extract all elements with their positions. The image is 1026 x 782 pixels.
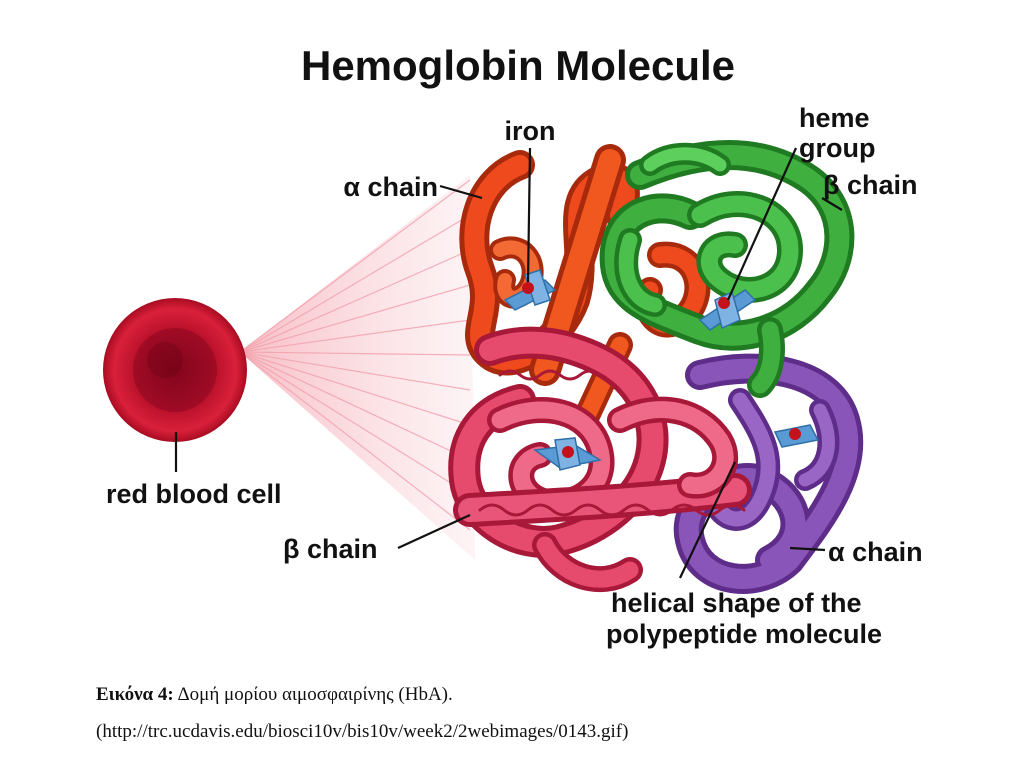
label-heme-line1: heme — [799, 103, 870, 133]
label-helical-line1: helical shape of the — [611, 588, 862, 618]
heme-group-beta-right — [698, 289, 757, 331]
caption-text: Δομή μορίου αιμοσφαιρίνης (HbA). — [173, 684, 453, 705]
iron-atom-4 — [789, 428, 801, 440]
label-alpha-chain-bottom: α chain — [828, 537, 923, 567]
label-beta-chain-left: β chain — [283, 534, 378, 564]
projection-fan — [239, 175, 475, 560]
label-red-blood-cell: red blood cell — [106, 479, 282, 509]
beta-chain-right-ribbon — [599, 140, 855, 398]
label-beta-chain-right: β chain — [823, 170, 918, 200]
label-alpha-chain-top: α chain — [343, 172, 438, 202]
beta-chain-left-ribbon — [448, 326, 752, 592]
caption-label: Εικόνα 4: — [96, 684, 174, 705]
heme-group-beta-left — [533, 437, 603, 471]
diagram-title: Hemoglobin Molecule — [301, 42, 735, 89]
alpha-chain-bottom-ribbon — [673, 353, 864, 594]
label-iron: iron — [505, 116, 556, 146]
iron-atom-1 — [522, 282, 534, 294]
label-heme-line2: group — [799, 133, 875, 163]
iron-atom-3 — [562, 446, 574, 458]
label-helical-line2: polypeptide molecule — [606, 619, 882, 649]
iron-atom-2 — [718, 297, 730, 309]
caption-source: (http://trc.ucdavis.edu/biosci10v/bis10v… — [96, 721, 629, 742]
red-blood-cell — [103, 298, 247, 442]
figure-caption: Εικόνα 4: Δομή μορίου αιμοσφαιρίνης (HbA… — [96, 684, 453, 706]
heme-group-alpha-bottom — [773, 424, 820, 448]
heme-group-alpha-top — [503, 269, 557, 311]
leader-lines — [174, 147, 843, 579]
